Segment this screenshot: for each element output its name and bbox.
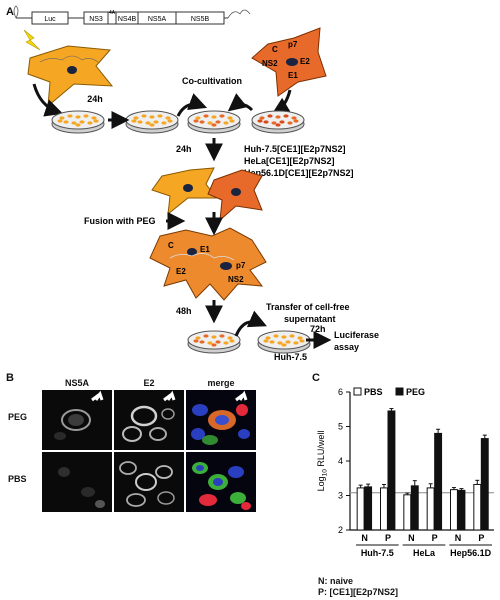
panel-b-label: B xyxy=(6,372,14,384)
micrograph-pbs-merge xyxy=(186,452,256,512)
arrow-transfer xyxy=(234,310,267,337)
fused-protein-p7: p7 xyxy=(236,261,246,270)
panel-a-schematic: Luc NS3 4A NS4B NS5A NS5B C p7 E2 NS2 E1 xyxy=(13,5,379,362)
y-tick-label: 6 xyxy=(338,387,343,397)
time-48h: 48h xyxy=(176,306,192,316)
y-axis-label: Log10 RLU/well xyxy=(316,431,329,492)
micrograph-peg-merge xyxy=(186,390,256,450)
arrow-electroporation xyxy=(32,83,64,117)
x-tick-label: P xyxy=(385,533,391,543)
y-tick-label: 2 xyxy=(338,525,343,535)
construct-seg-ns5b: NS5B xyxy=(191,16,210,23)
footnote-p: P: [CE1][E2p7NS2] xyxy=(318,587,399,597)
panel-a-label: A xyxy=(6,6,14,18)
donor-protein-p7: p7 xyxy=(288,40,298,49)
micrograph-peg-e2 xyxy=(114,390,184,450)
fused-protein-ns2: NS2 xyxy=(228,275,244,284)
row-header-pbs: PBS xyxy=(8,474,27,484)
bar-peg-4 xyxy=(457,489,466,531)
dish-co-culture xyxy=(187,110,241,134)
bar-pbs-0 xyxy=(356,487,365,531)
bar-pbs-1 xyxy=(380,487,388,531)
bar-peg-0 xyxy=(364,486,373,531)
fusion-label: Fusion with PEG xyxy=(84,216,156,226)
readout-line-2: assay xyxy=(334,342,359,352)
fused-cell xyxy=(149,227,267,301)
bar-peg-3 xyxy=(434,432,443,531)
time-72h: 72h xyxy=(310,324,326,334)
col-header-merge: merge xyxy=(207,378,235,388)
x-tick-label: N xyxy=(361,533,368,543)
dish-replicon-24h xyxy=(125,110,179,134)
row-header-peg: PEG xyxy=(8,412,28,422)
bar-peg-2 xyxy=(410,485,419,531)
y-tick-label: 5 xyxy=(338,422,343,432)
culture-dishes-row-2 xyxy=(187,330,311,354)
construct-seg-ns4b: NS4B xyxy=(118,16,137,23)
bar-pbs-5 xyxy=(473,483,482,531)
arrow-co-cultivation-right xyxy=(227,93,254,112)
cell-line-2: HeLa[CE1][E2p7NS2] xyxy=(244,156,335,166)
donor-protein-e1: E1 xyxy=(288,71,298,80)
fused-protein-c: C xyxy=(168,241,174,250)
lightning-icon xyxy=(23,29,41,51)
bar-pbs-4 xyxy=(450,489,458,531)
construct-seg-ns4a: 4A xyxy=(109,10,116,16)
micrograph-peg-ns5a xyxy=(42,390,112,450)
group-label: Hep56.1D xyxy=(450,548,492,558)
construct-seg-ns5a: NS5A xyxy=(148,16,167,23)
footnote-naive: N: naive xyxy=(318,576,354,586)
panel-c-label: C xyxy=(312,372,320,384)
cell-line-3: Hep56.1D[CE1][E2p7NS2] xyxy=(244,168,354,178)
micrograph-pbs-e2 xyxy=(114,452,184,512)
chart-footnote: N: naive P: [CE1][E2p7NS2] xyxy=(318,576,398,598)
arrow-co-cultivation-left xyxy=(176,93,208,117)
x-tick-label: N xyxy=(408,533,415,543)
replicon-cell xyxy=(27,45,114,108)
dish-replicon xyxy=(51,110,105,134)
col-header-ns5a: NS5A xyxy=(64,378,89,388)
group-label: HeLa xyxy=(413,548,436,558)
legend-label-pbs: PBS xyxy=(364,387,383,397)
construct-seg-luc: Luc xyxy=(44,16,56,23)
dish-donor xyxy=(251,110,305,134)
transfer-label-line-2: supernatant xyxy=(284,314,336,324)
y-tick-label: 4 xyxy=(338,456,343,466)
legend-swatch-peg xyxy=(395,387,404,396)
readout-line-1: Luciferase xyxy=(334,330,379,340)
x-tick-label: P xyxy=(478,533,484,543)
fused-protein-e2: E2 xyxy=(176,267,186,276)
co-cultivation-label: Co-cultivation xyxy=(182,76,242,86)
col-header-e2: E2 xyxy=(143,378,155,388)
time-24h-top: 24h xyxy=(87,94,103,104)
construct-seg-ns3: NS3 xyxy=(89,16,103,23)
y-tick-label: 3 xyxy=(338,491,343,501)
replicon-cell-before-fusion xyxy=(151,167,217,216)
bar-pbs-2 xyxy=(403,494,412,531)
dish-target xyxy=(257,330,311,354)
culture-dishes-row-1 xyxy=(51,110,305,134)
donor-protein-ns2: NS2 xyxy=(262,59,278,68)
x-tick-label: N xyxy=(455,533,462,543)
donor-protein-c: C xyxy=(272,45,278,54)
transfer-label-line-1: Transfer of cell-free xyxy=(266,302,350,312)
time-24h-mid: 24h xyxy=(176,144,192,154)
legend-swatch-pbs xyxy=(353,387,362,396)
donor-protein-e2: E2 xyxy=(300,57,310,66)
legend-label-peg: PEG xyxy=(406,387,425,397)
target-cell-label: Huh-7.5 xyxy=(274,352,307,362)
group-label: Huh-7.5 xyxy=(361,548,394,558)
bar-pbs-3 xyxy=(426,487,435,531)
bar-peg-5 xyxy=(480,438,489,531)
fused-protein-e1: E1 xyxy=(200,245,210,254)
replicon-construct: Luc NS3 4A NS4B NS5A NS5B xyxy=(13,5,251,25)
micrograph-pbs-ns5a xyxy=(42,452,112,512)
cell-line-1: Huh-7.5[CE1][E2p7NS2] xyxy=(244,144,346,154)
bar-peg-1 xyxy=(387,410,396,531)
x-tick-label: P xyxy=(432,533,438,543)
dish-fused xyxy=(187,330,241,354)
